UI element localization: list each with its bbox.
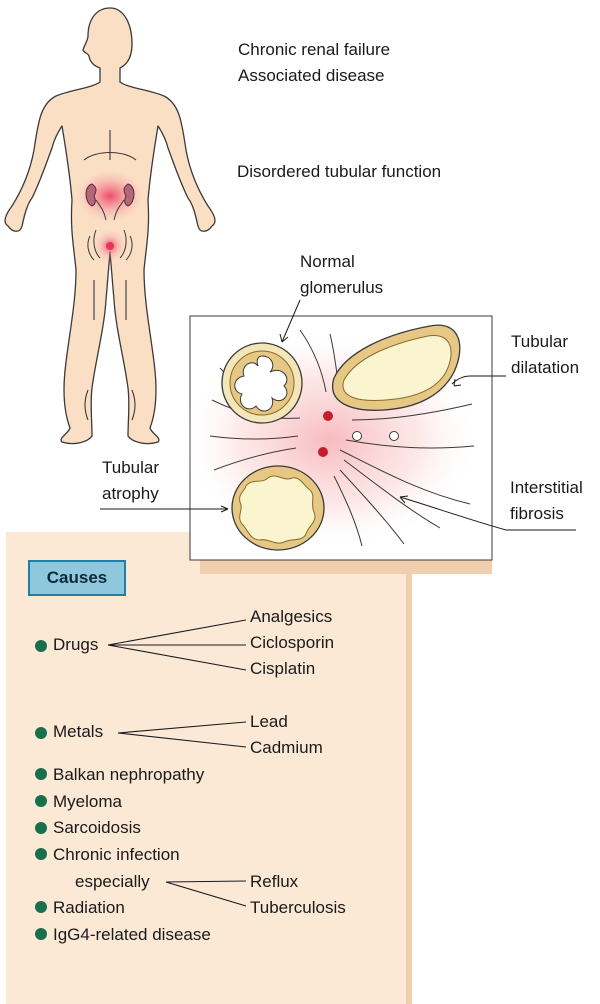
cause-metals: Metals: [53, 722, 104, 741]
cause-sarcoidosis: Sarcoidosis: [53, 818, 141, 837]
cause-especially: especially: [75, 872, 150, 891]
label-leader-lines: [100, 299, 576, 531]
cause-radiation: Radiation: [53, 898, 125, 917]
drug-cisplatin: Cisplatin: [250, 659, 316, 678]
human-figure: [4, 7, 216, 445]
cause-drugs: Drugs: [53, 635, 99, 654]
bullet-dot: [35, 727, 47, 739]
cause-chronic-infection: Chronic infection: [53, 845, 180, 864]
bullet-dot: [35, 768, 47, 780]
infection-tuberculosis: Tuberculosis: [250, 898, 346, 917]
drug-ciclosporin: Ciclosporin: [250, 633, 335, 652]
header-line-2: Associated disease: [238, 66, 385, 85]
label-normal-line-2: glomerulus: [300, 278, 384, 297]
bladder-icon: [106, 242, 114, 250]
label-dilatation-line-2: dilatation: [511, 358, 580, 377]
causes-title: Causes: [28, 560, 126, 596]
label-dilatation-line-1: Tubular: [511, 332, 569, 351]
cause-connector-lines: [107, 619, 247, 907]
cause-myeloma: Myeloma: [53, 792, 122, 811]
infection-reflux: Reflux: [250, 872, 299, 891]
bullet-dot: [35, 848, 47, 860]
label-normal-line-1: Normal: [300, 252, 355, 271]
cause-balkan: Balkan nephropathy: [53, 765, 205, 784]
inflammatory-cells: [318, 411, 399, 457]
atrophic-tubule-icon: [231, 465, 325, 551]
box-shadow: [200, 560, 492, 574]
metal-cadmium: Cadmium: [250, 738, 323, 757]
bullet-dot: [35, 822, 47, 834]
label-atrophy-line-2: atrophy: [102, 484, 159, 503]
kidneys-icon: [85, 183, 135, 221]
label-atrophy-line-1: Tubular: [102, 458, 160, 477]
bladder-lines: [87, 229, 133, 261]
metal-lead: Lead: [250, 712, 288, 731]
tubular-function-label: Disordered tubular function: [237, 162, 442, 181]
causes-panel-shadow: [406, 562, 412, 1004]
bullet-dot: [35, 795, 47, 807]
fibrosis-lines: [209, 329, 475, 547]
drug-analgesics: Analgesics: [250, 607, 333, 626]
bullet-dot: [35, 928, 47, 940]
cause-igg4: IgG4-related disease: [53, 925, 211, 944]
bullet-dot: [35, 640, 47, 652]
kidney-glow: [76, 170, 144, 222]
header-line-1: Chronic renal failure: [238, 40, 391, 59]
label-fibrosis-line-1: Interstitial: [510, 478, 583, 497]
body-details: [83, 130, 137, 421]
glomerulus-icon: [221, 342, 303, 424]
dilated-tubule-icon: [331, 324, 461, 411]
label-fibrosis-line-2: fibrosis: [510, 504, 564, 523]
bullet-dot: [35, 901, 47, 913]
